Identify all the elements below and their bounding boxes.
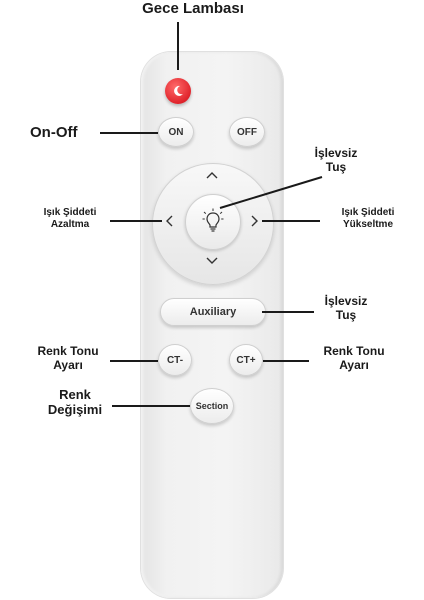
pointer-color-change bbox=[112, 405, 190, 407]
off-button[interactable]: OFF bbox=[229, 117, 265, 147]
label-nonfunctional-2: İşlevsiz Tuş bbox=[306, 294, 386, 323]
chevron-down-icon[interactable] bbox=[205, 256, 219, 266]
label-nonfunctional-2-line2: Tuş bbox=[335, 307, 357, 322]
label-tone-left-line1: Renk Tonu bbox=[37, 344, 99, 358]
ct-minus-button[interactable]: CT- bbox=[158, 344, 192, 376]
off-button-label: OFF bbox=[237, 126, 257, 138]
label-color-change: Renk Değişimi bbox=[30, 387, 120, 418]
label-brightness-up-line1: Işık Şiddeti bbox=[341, 207, 395, 218]
label-brightness-down-line1: Işık Şiddeti bbox=[43, 207, 97, 218]
label-nonfunctional-1-line1: İşlevsiz bbox=[314, 146, 358, 160]
label-brightness-down: Işık Şiddeti Azaltma bbox=[20, 207, 120, 230]
label-brightness-up-line2: Yükseltme bbox=[342, 218, 394, 230]
label-night-lamp: Gece Lambası bbox=[142, 0, 244, 17]
auxiliary-button-label: Auxiliary bbox=[189, 306, 237, 318]
lightbulb-icon bbox=[202, 208, 224, 232]
label-tone-left-line2: Ayarı bbox=[53, 357, 83, 372]
label-nonfunctional-1: İşlevsiz Tuş bbox=[296, 146, 376, 175]
on-button[interactable]: ON bbox=[158, 117, 194, 147]
label-tone-right-line1: Renk Tonu bbox=[323, 344, 385, 358]
pointer-tone-right bbox=[263, 360, 309, 362]
label-color-change-line2: Değişimi bbox=[47, 401, 103, 417]
section-button[interactable]: Section bbox=[190, 388, 234, 424]
ct-minus-label: CT- bbox=[166, 354, 184, 366]
pointer-brightness-up bbox=[262, 220, 320, 222]
label-tone-right: Renk Tonu Ayarı bbox=[306, 344, 402, 373]
pointer-tone-left bbox=[110, 360, 158, 362]
chevron-right-icon[interactable] bbox=[250, 214, 260, 228]
chevron-up-icon[interactable] bbox=[205, 170, 219, 180]
chevron-left-icon[interactable] bbox=[164, 214, 174, 228]
label-tone-right-line2: Ayarı bbox=[339, 357, 369, 372]
ct-plus-label: CT+ bbox=[236, 354, 256, 366]
ct-plus-button[interactable]: CT+ bbox=[229, 344, 263, 376]
label-color-change-line1: Renk bbox=[59, 387, 91, 402]
label-brightness-up: Işık Şiddeti Yükseltme bbox=[318, 207, 418, 230]
label-brightness-down-line2: Azaltma bbox=[50, 218, 90, 230]
dpad-center-button[interactable] bbox=[185, 194, 241, 250]
label-nonfunctional-1-line2: Tuş bbox=[325, 159, 347, 174]
pointer-night-lamp bbox=[177, 22, 179, 70]
pointer-on-off bbox=[100, 132, 158, 134]
auxiliary-button[interactable]: Auxiliary bbox=[160, 298, 266, 326]
label-nonfunctional-2-line1: İşlevsiz bbox=[324, 294, 368, 308]
pointer-brightness-down bbox=[110, 220, 162, 222]
moon-icon bbox=[174, 85, 183, 96]
night-lamp-button[interactable] bbox=[165, 78, 191, 104]
section-button-label: Section bbox=[195, 401, 229, 411]
label-tone-left: Renk Tonu Ayarı bbox=[20, 344, 116, 373]
on-button-label: ON bbox=[168, 126, 184, 138]
label-on-off: On-Off bbox=[30, 124, 78, 141]
pointer-nonfunctional-2 bbox=[262, 311, 314, 313]
pointer-nonfunctional-1 bbox=[219, 176, 323, 209]
